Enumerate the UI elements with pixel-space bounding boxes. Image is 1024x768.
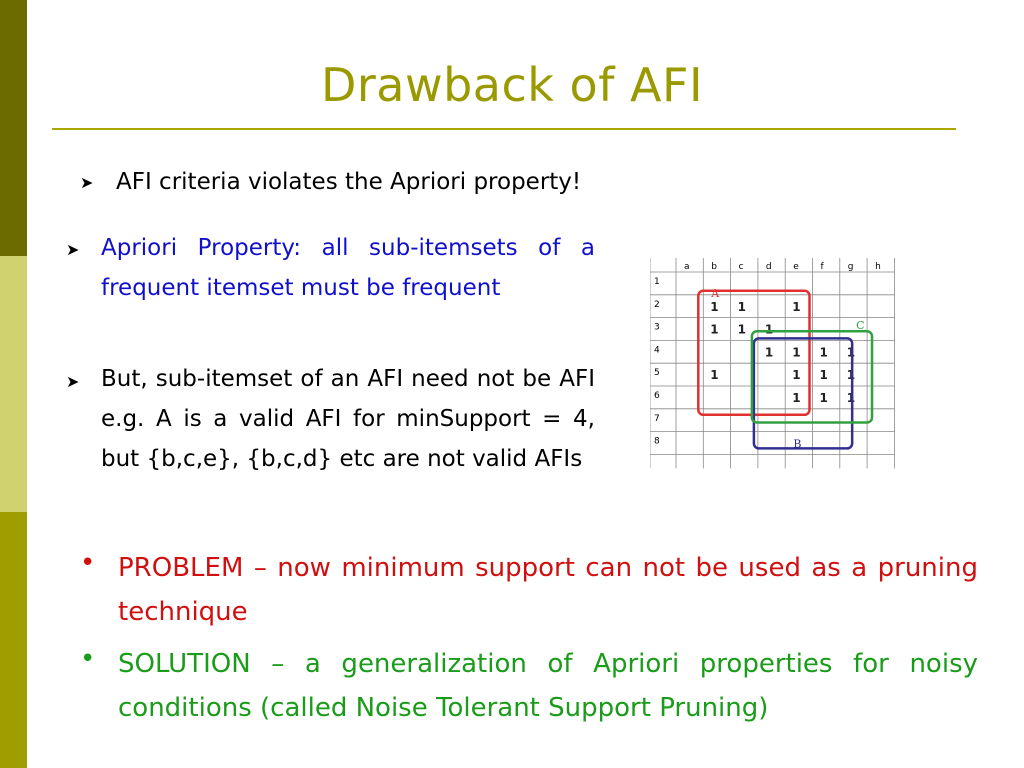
matrix-cell-one: 1 <box>792 391 800 405</box>
bullet-text-afi-criteria: AFI criteria violates the Apriori proper… <box>116 169 582 195</box>
sidebar-band-top <box>0 0 27 256</box>
column-header-c: c <box>739 262 744 272</box>
matrix-cell-one: 1 <box>765 345 773 359</box>
row-header-5: 5 <box>654 368 660 378</box>
matrix-cell-one: 1 <box>792 300 800 314</box>
column-header-a: a <box>684 262 690 272</box>
row-header-8: 8 <box>654 437 660 447</box>
column-header-f: f <box>821 262 825 272</box>
bullet-dot-icon: • <box>80 548 96 578</box>
row-header-6: 6 <box>654 391 660 401</box>
sidebar-band-bottom <box>0 512 27 768</box>
region-b-label: B <box>793 438 801 451</box>
matrix-cell-one: 1 <box>738 323 746 337</box>
column-header-b: b <box>711 262 717 272</box>
row-header-2: 2 <box>654 300 660 310</box>
solution-text: SOLUTION – a generalization of Apriori p… <box>118 649 978 723</box>
matrix-cell-one: 1 <box>820 345 828 359</box>
arrow-bullet-icon: ➤ <box>66 372 80 391</box>
title-underline <box>52 128 956 130</box>
region-b-box <box>752 337 854 450</box>
column-header-h: h <box>875 262 881 272</box>
matrix-cell-one: 1 <box>710 323 718 337</box>
matrix-cell-one: 1 <box>738 300 746 314</box>
bullet-text-sub-itemset: But, sub-itemset of an AFI need not be A… <box>101 366 595 472</box>
problem-text: PROBLEM – now minimum support can not be… <box>118 553 978 627</box>
region-c-box <box>750 330 874 424</box>
column-header-e: e <box>793 262 799 272</box>
arrow-bullet-icon: ➤ <box>66 240 80 259</box>
region-c-label: C <box>856 319 864 332</box>
matrix-cell-one: 1 <box>820 391 828 405</box>
region-a-label: A <box>710 287 720 300</box>
matrix-cell-one: 1 <box>820 368 828 382</box>
slide-title: Drawback of AFI <box>320 58 704 112</box>
matrix-cell-one: 1 <box>765 323 773 337</box>
column-header-d: d <box>766 262 772 272</box>
bullet-dot-icon: • <box>80 644 96 674</box>
arrow-bullet-icon: ➤ <box>80 173 94 192</box>
sidebar-band-middle <box>0 256 27 512</box>
matrix-cell-one: 1 <box>710 300 718 314</box>
matrix-cell-one: 1 <box>792 345 800 359</box>
row-header-7: 7 <box>654 414 660 424</box>
column-header-g: g <box>848 262 854 272</box>
matrix-cell-one: 1 <box>710 368 718 382</box>
row-header-3: 3 <box>654 323 660 333</box>
row-header-1: 1 <box>654 277 660 287</box>
matrix-cell-one: 1 <box>792 368 800 382</box>
row-header-4: 4 <box>654 345 660 355</box>
bullet-text-apriori-property: Apriori Property: all sub-itemsets of a … <box>101 235 595 301</box>
